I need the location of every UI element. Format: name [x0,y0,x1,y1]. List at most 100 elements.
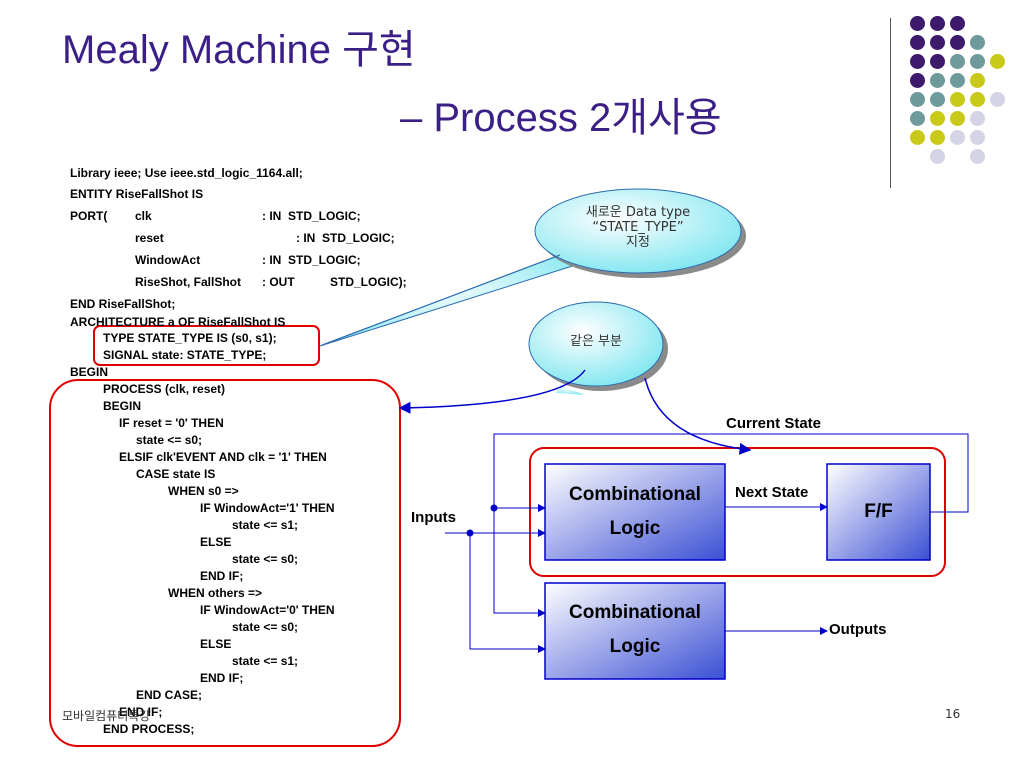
code-line: BEGIN [70,365,109,379]
decorative-dot [930,35,945,50]
code-line: PROCESS (clk, reset) [103,382,226,396]
code-line: WHEN s0 => [168,484,239,498]
decorative-dot [950,54,965,69]
code-line: END CASE; [136,688,203,702]
decorative-dot [930,149,945,164]
flip-flop-label: F/F [864,501,893,522]
slide-title-line1: Mealy Machine 구현 [62,28,416,72]
code-line: ELSE [200,637,232,651]
decorative-dot [910,111,925,126]
code-line: : OUT [262,275,295,289]
decorative-dot [930,130,945,145]
slide-title-line2: – Process 2개사용 [400,96,722,140]
type-signal-highlight-box [93,325,320,366]
block-label-line: Logic [609,636,661,657]
code-line: SIGNAL state: STATE_TYPE; [103,348,267,362]
junction-dot [466,529,474,537]
code-line: Library ieee; Use ieee.std_logic_1164.al… [70,166,303,180]
code-line: RiseShot, FallShot [135,275,242,289]
decorative-dot [970,73,985,88]
code-line: END RiseFallShot; [70,297,176,311]
code-line: ELSE [200,535,232,549]
block-label-line: Combinational [569,484,701,505]
title-divider-line [890,18,891,188]
code-line: ELSIF clk'EVENT AND clk = '1' THEN [119,450,327,464]
code-line: state <= s0; [232,552,299,566]
code-line: : IN STD_LOGIC; [296,231,395,245]
callout-line: 새로운 Data type [585,205,691,220]
decorative-dot [910,16,925,31]
block-label-line: Combinational [569,602,701,623]
footer-course-name: 모바일컴퓨터특강 [62,709,151,723]
code-line: ARCHITECTURE a OF RiseFallShot IS [70,315,286,329]
decorative-dot [910,73,925,88]
code-line: WindowAct [135,253,201,267]
decorative-dot [950,35,965,50]
flip-flop-block [826,463,931,561]
decorative-dot [970,130,985,145]
callout-to-code-arrow [398,369,586,414]
combinational-logic-2-label: Combinational Logic [545,596,725,664]
code-line: END IF; [119,705,163,719]
code-line: ENTITY RiseFallShot IS [70,187,204,201]
same-part-callout-text: 같은 부분 [570,334,622,349]
code-line: state <= s1; [232,654,299,668]
code-line: : IN STD_LOGIC; [262,209,361,223]
code-line: clk [135,209,152,223]
code-line: END PROCESS; [103,722,195,736]
code-line: END IF; [200,671,244,685]
callout-to-diagram-arrow [644,377,752,455]
decorative-dot [950,92,965,107]
callout-line: 지정 [626,235,650,250]
code-line: BEGIN [103,399,142,413]
decorative-dot [910,92,925,107]
decorative-dot [950,73,965,88]
next-state-label: Next State [735,484,809,501]
decorative-dot [990,92,1005,107]
code-line: IF reset = '0' THEN [119,416,224,430]
decorative-dot [970,111,985,126]
current-state-label: Current State [726,415,822,432]
decorative-dot [930,16,945,31]
decorative-dot [970,54,985,69]
decorative-dot [950,130,965,145]
code-line: : IN STD_LOGIC; [262,253,361,267]
decorative-dot [930,92,945,107]
combinational-logic-block-1 [544,463,726,561]
code-line: PORT( [70,209,108,223]
code-line: END IF; [200,569,244,583]
decorative-dot [990,54,1005,69]
diagram-wires [445,433,969,653]
datatype-callout-text: 새로운 Data type “STATE_TYPE” 지정 [545,205,731,250]
block-label-line: Logic [609,518,661,539]
code-line: state <= s0; [136,433,203,447]
decorative-dot [910,130,925,145]
decorative-dot [950,16,965,31]
code-line: reset [135,231,164,245]
outputs-label: Outputs [829,621,887,638]
code-line: CASE state IS [136,467,216,481]
combinational-logic-block-2 [544,582,726,680]
code-line: TYPE STATE_TYPE IS (s0, s1); [103,331,277,345]
code-line: WHEN others => [168,586,263,600]
decorative-dot [930,73,945,88]
junction-dot [490,504,498,512]
decorative-dot [930,111,945,126]
code-line: IF WindowAct='0' THEN [200,603,335,617]
decorative-dot [970,149,985,164]
inputs-label: Inputs [411,509,456,526]
code-line: state <= s1; [232,518,299,532]
code-line: STD_LOGIC); [330,275,407,289]
decorative-dot [970,92,985,107]
decorative-dot [970,35,985,50]
combinational-logic-1-label: Combinational Logic [545,478,725,546]
decorative-dot [930,54,945,69]
callout-line: “STATE_TYPE” [592,220,684,235]
page-number: 16 [945,707,961,721]
process-highlight-box [49,379,401,747]
datatype-callout [319,188,746,347]
code-line: IF WindowAct='1' THEN [200,501,335,515]
decorative-dot [910,54,925,69]
decorative-dot [950,111,965,126]
